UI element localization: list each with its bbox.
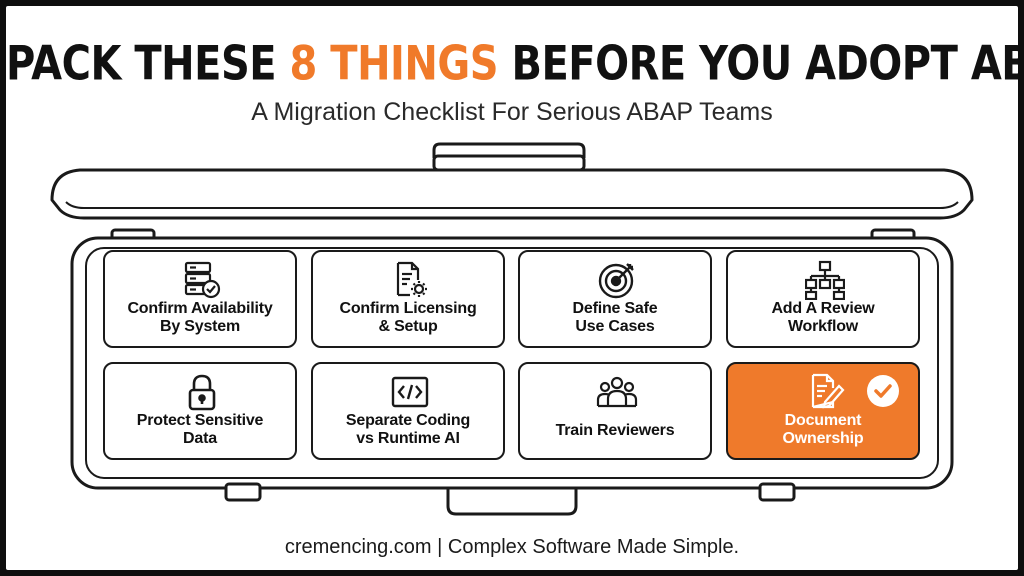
bottom-handle — [446, 488, 578, 516]
left-latch — [224, 482, 262, 502]
page-title: PACK THESE 8 THINGS BEFORE YOU ADOPT ABA… — [6, 36, 1018, 93]
suitcase-handle — [432, 142, 586, 158]
document-pen-icon — [811, 373, 845, 409]
page-subtitle: A Migration Checklist For Serious ABAP T… — [251, 98, 773, 126]
people-group-icon — [596, 376, 638, 408]
title-part1: PACK THESE — [6, 37, 290, 92]
suitcase-handle-base — [432, 154, 586, 172]
target-icon — [598, 263, 634, 299]
padlock-icon — [188, 374, 216, 411]
flowchart-icon — [805, 260, 845, 300]
suitcase-inner — [85, 247, 939, 479]
infographic-frame: PACK THESE 8 THINGS BEFORE YOU ADOPT ABA… — [6, 6, 1018, 570]
card-label: Confirm Licensing& Setup — [339, 300, 477, 335]
document-gear-icon — [396, 261, 427, 297]
checklist-card-train-reviewers: Train Reviewers — [518, 362, 712, 460]
right-latch — [758, 482, 796, 502]
code-window-icon — [391, 376, 429, 408]
server-check-icon — [184, 261, 221, 299]
title-part2: BEFORE YOU ADOPT ABAP AI — [511, 37, 1018, 92]
checklist-card-licensing: Confirm Licensing& Setup — [311, 250, 505, 348]
suitcase-lid — [50, 168, 974, 220]
checkmark-badge-icon — [867, 375, 899, 407]
title-accent: 8 THINGS — [289, 37, 499, 92]
card-label: Train Reviewers — [555, 422, 675, 439]
footer-credit: cremencing.com | Complex Software Made S… — [284, 536, 740, 558]
